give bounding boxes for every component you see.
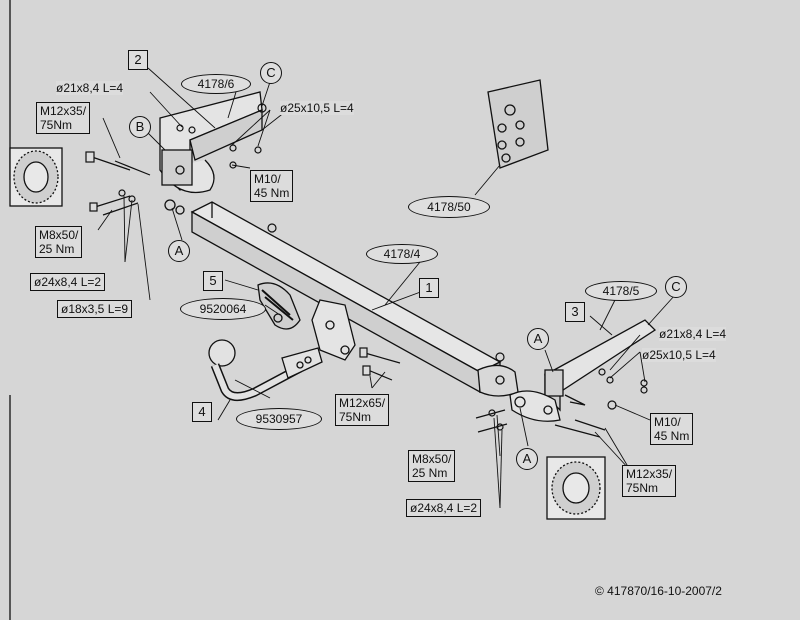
- ball-mount-plate: [311, 299, 356, 361]
- spec-washer-25-top: ø25x10,5 L=4: [280, 101, 354, 115]
- code-9530957: 9530957: [236, 408, 322, 430]
- part-number-4: 4: [192, 402, 212, 422]
- spec-bolt-m12x65: M12x65/ 75Nm: [335, 394, 390, 426]
- code-4178-4: 4178/4: [366, 244, 438, 264]
- copyright-text: © 417870/16-10-2007/2: [595, 584, 722, 598]
- right-bracket: [509, 319, 657, 422]
- spec-washer-18: ø18x3,5 L=9: [57, 300, 133, 318]
- spec-washer-21-top: ø21x8,4 L=4: [56, 81, 124, 95]
- bar-end-plate: [477, 364, 519, 397]
- part-number-5: 5: [203, 271, 223, 291]
- spec-bolt-m12x35-right: M12x35/ 75Nm: [622, 465, 677, 497]
- callout-c-right: C: [665, 276, 687, 298]
- spec-bolt-m8x50-left: M8x50/ 25 Nm: [35, 226, 83, 258]
- part-number-2: 2: [128, 50, 148, 70]
- spec-bolt-m8x50-right: M8x50/ 25 Nm: [408, 450, 456, 482]
- spec-washer-25-right: ø25x10,5 L=4: [642, 348, 716, 362]
- spec-washer-24-left: ø24x8,4 L=2: [30, 273, 106, 291]
- callout-c-left: C: [260, 62, 282, 84]
- socket-plate: [257, 282, 301, 330]
- callout-a-bottom: A: [516, 448, 538, 470]
- code-4178-50: 4178/50: [408, 196, 490, 218]
- left-bracket: [159, 91, 263, 215]
- spec-washer-21-right: ø21x8,4 L=4: [659, 327, 727, 341]
- part-number-3: 3: [565, 302, 585, 322]
- callout-a-right: A: [527, 328, 549, 350]
- code-9520064: 9520064: [180, 298, 266, 320]
- detail-plate: [487, 79, 549, 169]
- spec-nut-m10-right: M10/ 45 Nm: [650, 413, 694, 445]
- code-4178-6: 4178/6: [181, 74, 251, 94]
- callout-a-left: A: [168, 240, 190, 262]
- spec-bolt-m12x35-left: M12x35/ 75Nm: [36, 102, 91, 134]
- spec-washer-24-bottom: ø24x8,4 L=2: [406, 499, 482, 517]
- left-ring-washer: [9, 147, 63, 207]
- part-number-1: 1: [419, 278, 439, 298]
- spec-nut-m10-left: M10/ 45 Nm: [250, 170, 294, 202]
- tow-ball: [208, 339, 323, 401]
- code-4178-5: 4178/5: [585, 281, 657, 301]
- right-ring-washer: [546, 456, 606, 520]
- main-cross-bar: [190, 201, 502, 394]
- callout-b-left: B: [129, 116, 151, 138]
